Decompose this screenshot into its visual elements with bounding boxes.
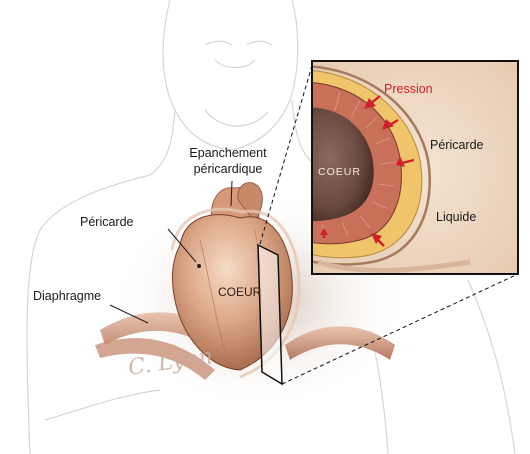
pericardium-label: Péricarde (80, 215, 134, 229)
inset-cross-section (311, 60, 519, 275)
pressure-arrows (320, 95, 415, 247)
heart-label: COEUR (218, 285, 262, 299)
pressure-label: Pression (384, 82, 433, 96)
effusion-label: Epanchement péricardique (178, 145, 278, 177)
inset-heart-label: COEUR (318, 166, 361, 178)
section-plane (257, 243, 283, 386)
fluid-label: Liquide (436, 210, 477, 224)
projection-lines (259, 61, 519, 385)
inset-pericardium-label: Péricarde (430, 138, 484, 152)
effusion-label-line1: Epanchement (189, 146, 267, 160)
effusion-label-line2: péricardique (193, 162, 263, 176)
diaphragm-label: Diaphragme (33, 289, 102, 303)
